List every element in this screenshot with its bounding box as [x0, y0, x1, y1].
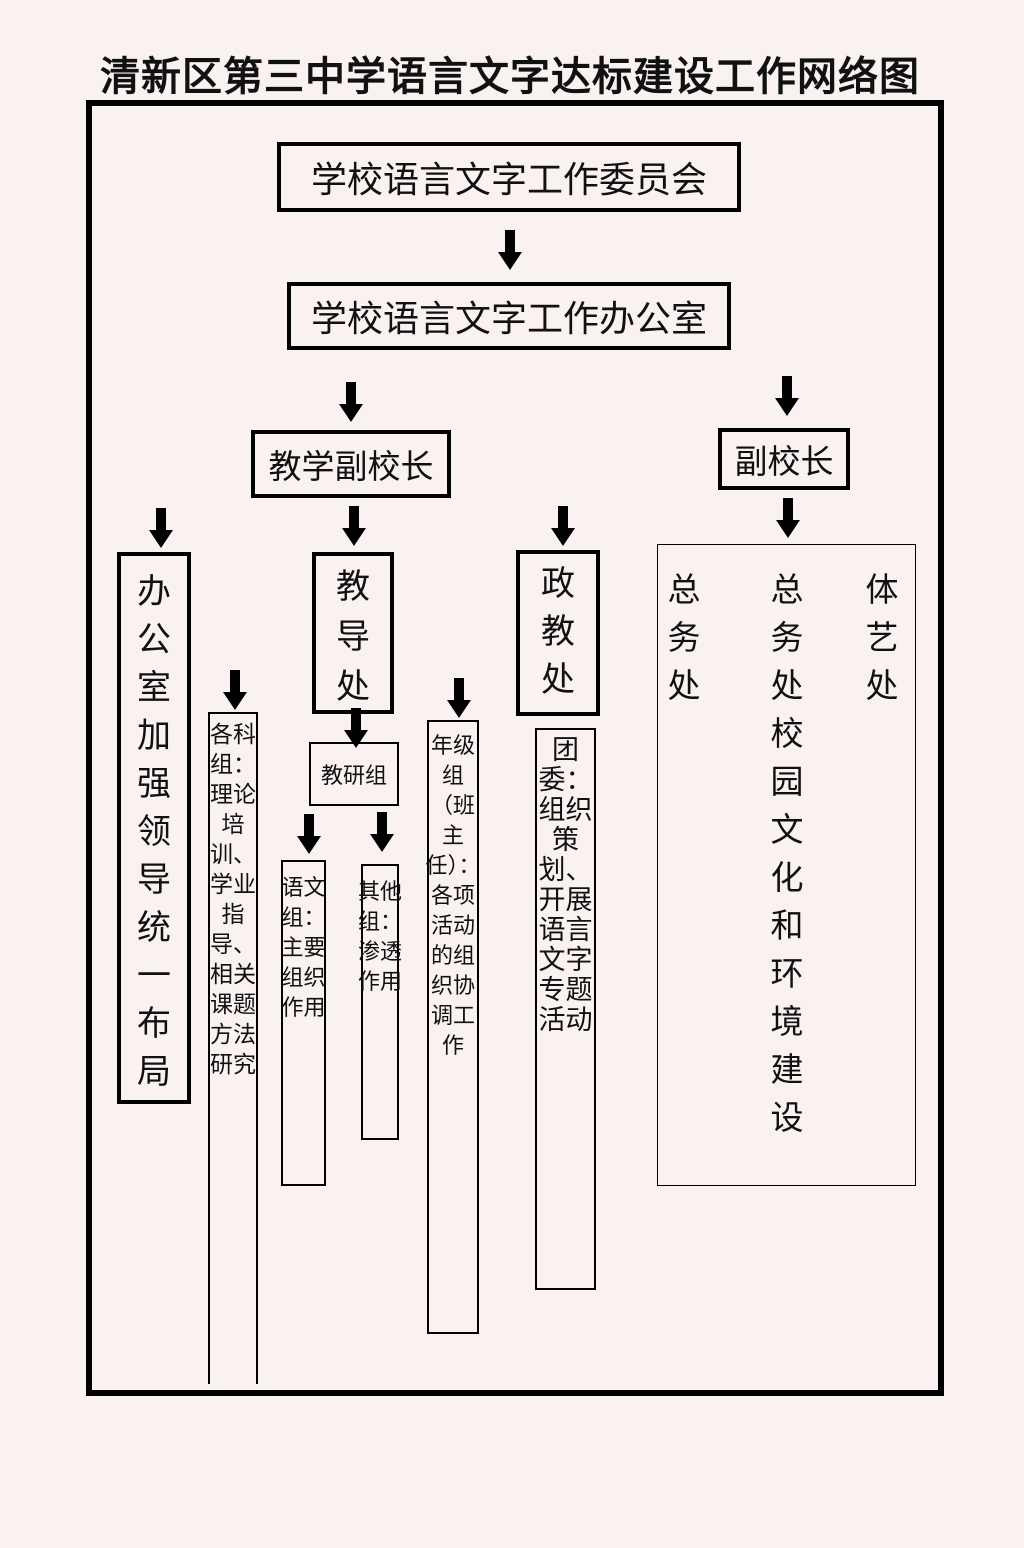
general-affairs-a-label: 总务处	[667, 570, 701, 705]
research-group-label: 教研组	[320, 764, 387, 789]
arrow-office-to-vp	[775, 376, 799, 416]
other-groups-label: 其他组：渗透作用	[358, 880, 403, 995]
arrow-vp-to-offices	[776, 498, 800, 538]
office-box: 学校语言文字工作办公室	[287, 282, 731, 350]
other-groups-box: 其他组：渗透作用	[358, 864, 403, 1140]
youth-league-label: 团委：组织策划、开展语言文字专题活动	[538, 735, 593, 1036]
chinese-group-label: 语文组：主要组织作用	[281, 876, 326, 1021]
arrow-office-to-teaching-vp	[339, 382, 363, 422]
diagram-title: 清新区第三中学语言文字达标建设工作网络图	[100, 53, 920, 100]
subject-groups-box: 各科组：理论培训、学业指导、相关课题方法研究	[208, 712, 258, 1384]
pe-art-office-label: 体艺处	[865, 570, 899, 705]
arrow-to-political-office	[551, 506, 575, 546]
arrow-to-grade-group	[447, 678, 471, 718]
arrow-to-academic-affairs	[342, 506, 366, 546]
teaching-vp-box: 教学副校长	[251, 430, 451, 498]
committee-box: 学校语言文字工作委员会	[277, 142, 741, 212]
youth-league-box: 团委：组织策划、开展语言文字专题活动	[535, 728, 596, 1290]
subject-groups-label: 各科组：理论培训、学业指导、相关课题方法研究	[210, 722, 256, 1078]
academic-affairs-label: 教导处	[336, 567, 370, 707]
arrow-to-chinese-group	[297, 814, 321, 854]
admin-office-box: 办公室加强领导统一布局	[117, 552, 191, 1104]
general-affairs-b-label: 总务处校园文化和环境建设	[770, 570, 804, 1137]
vp-box: 副校长	[718, 428, 850, 490]
grade-group-label: 年级组（班主任）：各项活动的组织协调工作	[425, 734, 481, 1059]
vp-offices-box	[657, 544, 916, 1186]
political-office-box: 政教处	[516, 550, 600, 716]
arrow-committee-to-office	[498, 230, 522, 270]
research-group-box: 教研组	[309, 742, 399, 806]
office-label: 学校语言文字工作办公室	[310, 299, 707, 340]
committee-label: 学校语言文字工作委员会	[310, 160, 707, 201]
political-office-label: 政教处	[541, 564, 575, 700]
admin-office-label: 办公室加强领导统一布局	[137, 572, 171, 1092]
arrow-to-subject-groups	[223, 670, 247, 710]
vp-label: 副校长	[734, 442, 834, 481]
outer-frame	[86, 100, 944, 1396]
arrow-to-admin-office	[149, 508, 173, 548]
chinese-group-box: 语文组：主要组织作用	[281, 860, 326, 1186]
teaching-vp-label: 教学副校长	[268, 447, 434, 486]
academic-affairs-box: 教导处	[312, 552, 394, 714]
arrow-to-other-groups	[370, 812, 394, 852]
grade-group-box: 年级组（班主任）：各项活动的组织协调工作	[425, 720, 481, 1334]
